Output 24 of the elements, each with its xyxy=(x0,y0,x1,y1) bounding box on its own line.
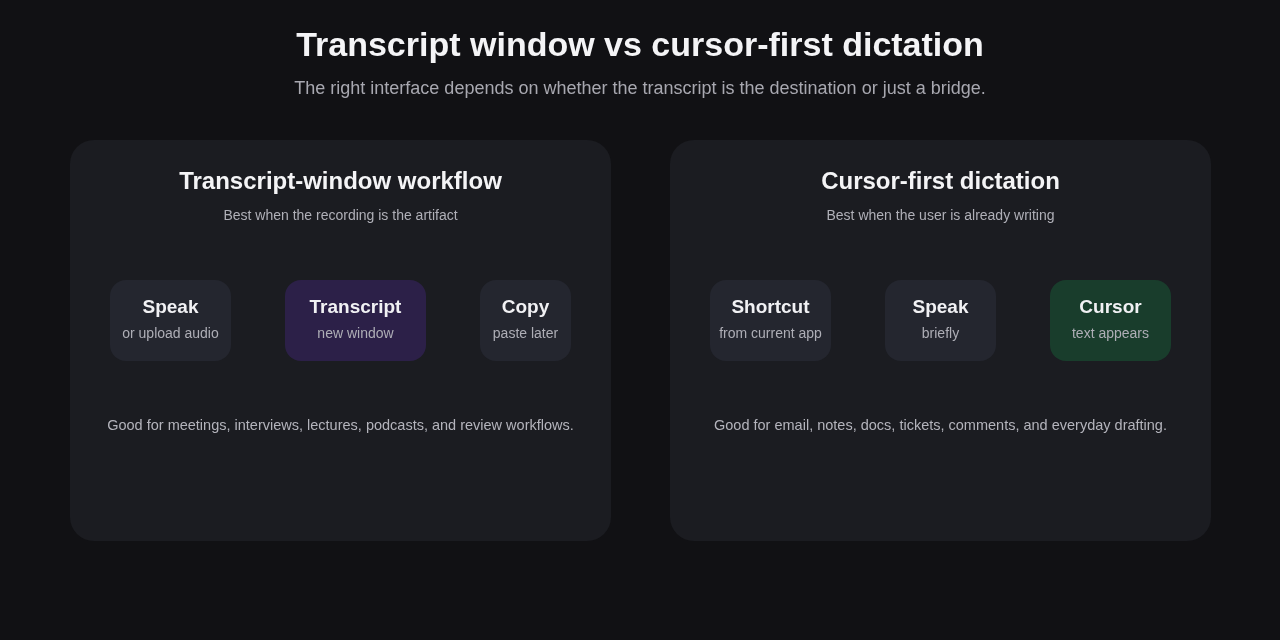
workflow-panel xyxy=(670,140,1211,541)
step-subtitle: paste later xyxy=(491,324,560,342)
step-title: Speak xyxy=(141,296,200,318)
step-subtitle: text appears xyxy=(1070,324,1151,342)
step-title: Shortcut xyxy=(730,296,811,318)
page-subtitle: The right interface depends on whether the transcript is the destination or just a bridge. xyxy=(293,77,987,99)
step-subtitle: or upload audio xyxy=(121,324,220,342)
step-subtitle: from current app xyxy=(718,324,823,342)
panel-heading: Cursor-first dictation xyxy=(820,166,1061,196)
workflow-panel xyxy=(70,140,611,541)
panel-subtitle: Best when the recording is the artifact xyxy=(222,206,459,224)
step-title: Cursor xyxy=(1078,296,1143,318)
step-title: Speak xyxy=(911,296,970,318)
step-title: Copy xyxy=(500,296,551,318)
panel-note: Good for email, notes, docs, tickets, comments, and everyday drafting. xyxy=(713,416,1168,434)
step-subtitle: new window xyxy=(316,324,395,342)
panel-heading: Transcript-window workflow xyxy=(178,166,503,196)
step-card xyxy=(285,280,426,361)
step-card xyxy=(1050,280,1171,361)
panel-note: Good for meetings, interviews, lectures, podcasts, and review workflows. xyxy=(106,416,575,434)
step-subtitle: briefly xyxy=(920,324,961,342)
page-title: Transcript window vs cursor-first dictation xyxy=(295,24,985,64)
panel-subtitle: Best when the user is already writing xyxy=(825,206,1056,224)
step-title: Transcript xyxy=(308,296,403,318)
